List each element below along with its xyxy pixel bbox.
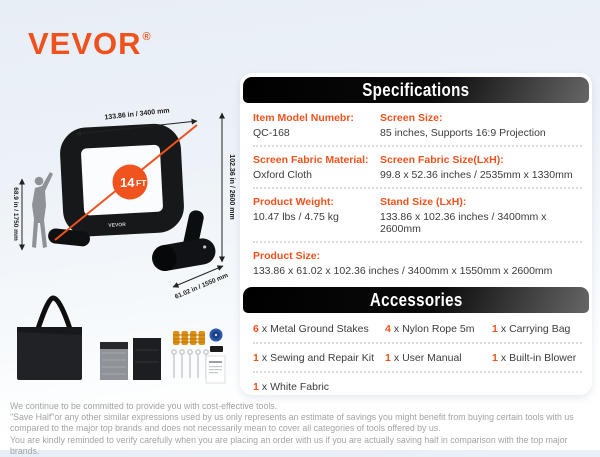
size-badge: 14 FT — [112, 164, 148, 200]
accessory-name: White Fabric — [270, 381, 330, 393]
spec-label: Item Model Numebr: — [253, 112, 354, 124]
accessory-sep: x — [261, 352, 268, 364]
vevor-logo-text: VEVOR — [28, 26, 142, 61]
accessories-images — [17, 295, 226, 384]
dimension-person-label: 68.9 in / 1750 mm — [12, 187, 19, 241]
blower-port-image — [209, 328, 223, 342]
accessory-sep: x — [261, 381, 268, 393]
disclaimer-line: compared to the major top brands and doe… — [10, 423, 441, 434]
accessory-qty: 1 — [253, 352, 259, 364]
accessories-title: Accessories — [369, 289, 463, 310]
accessory-sep: x — [500, 323, 507, 335]
accessory-sep: x — [500, 352, 507, 364]
spec-label: Screen Fabric Material: — [253, 154, 369, 166]
dimension-width-label: 133.86 in / 3400 mm — [104, 107, 170, 121]
spec-cell: Screen Fabric Size(LxH): 99.8 x 52.36 in… — [380, 154, 582, 181]
spec-cell: Screen Size: 85 inches, Supports 16:9 Pr… — [380, 112, 582, 139]
accessory-name: Carrying Bag — [509, 323, 571, 335]
spec-row: Product Size: 133.86 x 61.02 x 102.36 in… — [253, 243, 582, 283]
accessory-qty: 1 — [492, 352, 498, 364]
spec-value: 133.86 x 61.02 x 102.36 inches / 3400mm … — [253, 265, 553, 277]
accessory-name: Metal Ground Stakes — [270, 323, 369, 335]
spec-row: Item Model Numebr: QC-168 Screen Size: 8… — [253, 105, 582, 147]
spec-value: 10.47 lbs / 4.75 kg — [253, 211, 339, 223]
mesh-bag-image — [100, 342, 128, 380]
accessories-header: Accessories — [243, 287, 589, 313]
registered-mark: ® — [142, 31, 152, 43]
badge-value: 14 — [120, 175, 135, 190]
disclaimer-line: We continue to be committed to provide y… — [10, 401, 278, 411]
folded-fabric-image — [133, 338, 161, 380]
spec-value: 133.86 x 102.36 inches / 3400mm x 2600mm — [380, 211, 547, 235]
product-diagram: VEVOR 14 FT 133.86 in / 3400 mm 102.36 i… — [12, 107, 235, 300]
spec-label: Product Size: — [253, 250, 321, 262]
person-silhouette — [32, 172, 53, 248]
accessory-name: Built-in Blower — [509, 352, 577, 364]
accessory-name: Nylon Rope 5m — [402, 323, 475, 335]
accessory-qty: 4 — [385, 323, 391, 335]
spec-row: Screen Fabric Material: Oxford Cloth Scr… — [253, 147, 582, 189]
specifications-header: Specifications — [243, 77, 589, 103]
repair-kit-image — [210, 346, 223, 352]
disclaimer-line: You are kindly reminded to verify carefu… — [10, 434, 568, 456]
spec-value: QC-168 — [253, 127, 290, 139]
screen-left-foot — [48, 228, 90, 247]
spec-label: Stand Size (LxH): — [380, 196, 467, 208]
spec-cell: Product Size: 133.86 x 61.02 x 102.36 in… — [253, 250, 582, 277]
spec-cell: Stand Size (LxH): 133.86 x 102.36 inches… — [380, 196, 582, 235]
spec-row: Product Weight: 10.47 lbs / 4.75 kg Stan… — [253, 189, 582, 243]
accessory-qty: 1 — [492, 323, 498, 335]
spec-value: 85 inches, Supports 16:9 Projection — [380, 127, 546, 139]
spec-label: Screen Fabric Size(LxH): — [380, 154, 504, 166]
accessory-sep: x — [393, 352, 400, 364]
spec-value: 99.8 x 52.36 inches / 2535mm x 1330mm — [380, 169, 573, 181]
dimension-height: 102.36 in / 2600 mm — [219, 112, 235, 263]
vevor-logo: VEVOR® — [28, 20, 152, 61]
ropes-image — [173, 331, 205, 345]
spec-value: Oxford Cloth — [253, 169, 312, 181]
spec-label: Screen Size: — [380, 112, 443, 124]
dimension-height-label: 102.36 in / 2600 mm — [228, 154, 235, 219]
spec-panel: Specifications Item Model Numebr: QC-168… — [240, 73, 592, 395]
disclaimer: We continue to be committed to provide y… — [10, 401, 592, 457]
screen-mini-logo: VEVOR — [108, 222, 126, 229]
dimension-person-height: 68.9 in / 1750 mm — [12, 178, 25, 251]
specifications-title: Specifications — [362, 79, 470, 100]
accessory-qty: 1 — [253, 381, 259, 393]
disclaimer-line: "Save Half"or any other similar expressi… — [10, 412, 574, 423]
badge-unit: FT — [136, 178, 147, 188]
carrying-bag-image — [17, 295, 82, 380]
accessory-name: Sewing and Repair Kit — [270, 352, 374, 364]
spec-cell: Product Weight: 10.47 lbs / 4.75 kg — [253, 196, 380, 235]
user-manual-image — [205, 355, 226, 384]
accessory-qty: 6 — [253, 323, 259, 335]
stakes-image — [171, 349, 209, 378]
accessory-name: User Manual — [402, 352, 462, 364]
spec-label: Product Weight: — [253, 196, 334, 208]
spec-cell: Item Model Numebr: QC-168 — [253, 112, 380, 139]
accessory-qty: 1 — [385, 352, 391, 364]
spec-cell: Screen Fabric Material: Oxford Cloth — [253, 154, 380, 181]
screen-base-tube — [152, 238, 216, 271]
specifications-rows: Item Model Numebr: QC-168 Screen Size: 8… — [240, 105, 592, 283]
accessory-sep: x — [393, 323, 400, 335]
accessory-sep: x — [261, 323, 268, 335]
